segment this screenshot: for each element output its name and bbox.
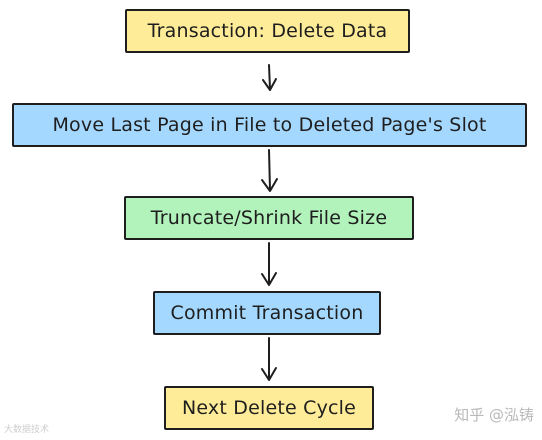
node-label: Next Delete Cycle bbox=[181, 397, 357, 419]
node-next-delete-cycle: Next Delete Cycle bbox=[164, 386, 374, 430]
node-truncate-shrink-file: Truncate/Shrink File Size bbox=[124, 196, 414, 240]
arrow-3 bbox=[261, 242, 277, 286]
node-commit-transaction: Commit Transaction bbox=[153, 291, 381, 335]
watermark-right: 知乎 @泓铸 bbox=[454, 406, 534, 424]
node-label: Commit Transaction bbox=[170, 302, 364, 324]
watermark-left: 大数据技术 bbox=[4, 425, 50, 435]
node-label: Move Last Page in File to Deleted Page's… bbox=[52, 114, 487, 136]
node-label: Transaction: Delete Data bbox=[147, 20, 388, 42]
arrow-2 bbox=[261, 149, 278, 192]
node-transaction-delete-data: Transaction: Delete Data bbox=[125, 9, 410, 53]
arrow-1 bbox=[262, 64, 277, 91]
node-label: Truncate/Shrink File Size bbox=[150, 207, 388, 229]
arrow-4 bbox=[261, 337, 277, 381]
node-move-last-page: Move Last Page in File to Deleted Page's… bbox=[12, 103, 527, 147]
